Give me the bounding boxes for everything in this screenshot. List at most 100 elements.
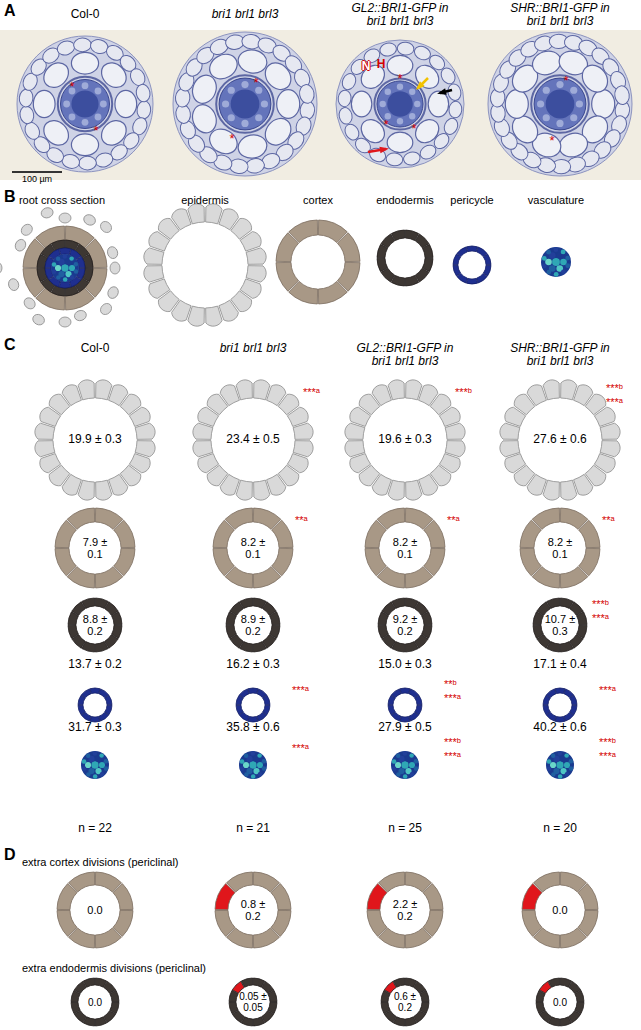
cor-ring <box>367 872 443 948</box>
epidermis-cell <box>106 245 119 259</box>
cell <box>569 759 573 763</box>
panel-letter: B <box>4 188 16 206</box>
stele-cell <box>228 87 235 94</box>
stele-cell <box>222 100 229 107</box>
stele-cell <box>69 114 76 121</box>
cell <box>381 1002 390 1013</box>
cell <box>56 257 60 261</box>
cell <box>113 884 133 910</box>
cortex-cell <box>115 90 137 117</box>
cell <box>406 480 422 500</box>
endo-ring <box>381 978 429 1026</box>
cell <box>82 598 95 608</box>
epidermis-cell <box>110 262 120 274</box>
cell <box>246 248 266 264</box>
cell <box>367 910 387 936</box>
mean-value: 8.2 ± 0.1 <box>385 536 425 560</box>
epidermis-cell <box>7 277 20 291</box>
cell <box>93 751 97 755</box>
cell <box>377 258 388 271</box>
peri-ring-node: 15.0 ± 0.3 <box>355 658 455 722</box>
cell <box>546 250 551 255</box>
peri-ring <box>388 688 422 722</box>
cell <box>520 548 541 575</box>
endo-ring-node: 0.0 <box>71 978 119 1026</box>
cell <box>560 567 587 588</box>
cell <box>536 1002 545 1013</box>
epi-ring-node: 23.4 ± 0.5 <box>196 383 310 497</box>
epi-ring <box>345 380 465 500</box>
mean-value: 27.6 ± 0.6 <box>520 433 600 446</box>
cell <box>206 204 222 224</box>
cell <box>90 688 100 694</box>
cell <box>253 928 279 948</box>
cor-ring-node: 0.8 ± 0.2 <box>215 872 291 948</box>
endodermis <box>531 75 589 133</box>
stele-cell <box>228 114 235 121</box>
cor-ring-node: 8.2 ± 0.1 <box>213 508 293 588</box>
cell <box>227 872 253 892</box>
cell <box>388 705 395 715</box>
cor-ring-node: 0.0 <box>522 872 598 948</box>
tissue-name: endodermis <box>365 194 445 206</box>
cell <box>61 264 68 271</box>
cell <box>393 978 404 987</box>
cell <box>293 423 313 439</box>
peri-ring-node: 16.2 ± 0.3 <box>203 658 303 722</box>
stele-cell <box>82 119 89 126</box>
epidermis-cell <box>22 296 38 312</box>
significance-mark: ***ᵃ <box>303 386 320 398</box>
cell <box>555 688 565 694</box>
epidermis-cell <box>418 142 439 161</box>
cell <box>63 277 67 281</box>
cell <box>249 761 256 768</box>
cor-ring-node: 0.0 <box>57 872 133 948</box>
cell <box>547 598 560 608</box>
scale-label: 100 µm <box>7 175 67 185</box>
vasculature-shape <box>51 254 79 282</box>
cell <box>78 380 94 400</box>
cor-ring <box>276 220 360 304</box>
endo-ring <box>226 598 280 652</box>
mean-value: 0.0 <box>74 904 116 916</box>
cell <box>560 928 586 948</box>
stele-cell <box>100 101 107 108</box>
cell <box>405 928 431 948</box>
cell <box>236 380 252 400</box>
cell <box>215 910 235 936</box>
cell <box>405 275 418 286</box>
endo-ring-node: 9.2 ± 0.2 <box>378 598 432 652</box>
panel-letter: A <box>4 2 16 20</box>
cell <box>558 774 562 778</box>
root-cross-section <box>0 206 120 327</box>
mean-value: 0.6 ± 0.2 <box>389 991 421 1013</box>
shape <box>379 147 389 154</box>
epidermis-cell <box>136 100 151 119</box>
epidermis-cell <box>40 206 54 219</box>
xylem-asterisk: * <box>251 76 261 90</box>
cell <box>236 705 243 715</box>
cell <box>276 262 299 291</box>
significance-mark: **ᵇ <box>444 678 457 690</box>
sample-size: n = 25 <box>365 822 445 835</box>
cell <box>82 759 86 763</box>
stele-cell <box>255 114 262 121</box>
cell <box>240 232 261 251</box>
cell <box>52 262 56 266</box>
panel-letter: C <box>4 336 16 354</box>
cell <box>219 300 238 321</box>
significance-mark: ***ᵇ <box>599 736 616 748</box>
vasculature-shape <box>546 751 574 779</box>
row-title: extra cortex divisions (periclinal) <box>22 856 179 868</box>
stele-cell <box>95 114 102 121</box>
significance-mark: ***ᵃ <box>292 742 309 754</box>
cortex-cell <box>236 133 268 161</box>
vasculature-shape <box>81 751 109 779</box>
panel-letter: D <box>4 846 16 864</box>
peri-ring <box>45 248 85 288</box>
cell <box>392 759 396 763</box>
cell <box>272 520 293 547</box>
cell <box>271 884 291 910</box>
epidermis-cell <box>106 285 120 300</box>
cor-ring-node: 8.2 ± 0.1 <box>520 508 600 588</box>
